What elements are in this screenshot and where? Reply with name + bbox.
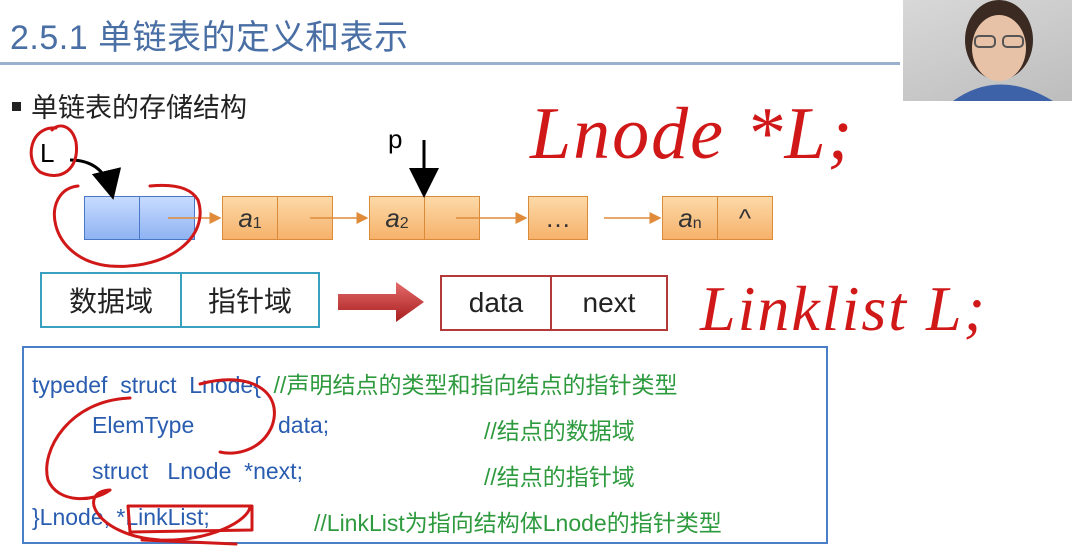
node-struct-box: data next [440, 275, 668, 331]
code-line-4-comment: //LinkList为指向结构体Lnode的指针类型 [314, 510, 722, 536]
scribble-on-code [45, 396, 252, 542]
head-pointer-arrow [69, 158, 122, 200]
ellipsis-node-cell: … [528, 196, 588, 240]
transform-arrow [338, 282, 424, 322]
node-field-box: 数据域 指针域 [40, 272, 320, 328]
handwritten-line-2: Linklist L; [699, 273, 987, 344]
code-line-3: struct Lnode *next; [92, 458, 303, 484]
code-line-2-comment: //结点的数据域 [484, 418, 635, 444]
webcam-overlay [903, 0, 1072, 101]
code-line-2-type: ElemType [92, 412, 195, 438]
struct-data-label: data [442, 277, 552, 329]
struct-next-label: next [582, 287, 636, 318]
pointer-field-label: 指针域 [207, 286, 292, 317]
code-line-2-field: data; [278, 412, 330, 438]
box-around-linklist [126, 504, 254, 534]
head-pointer-label: L [40, 138, 55, 168]
circle-around-head-node [52, 183, 202, 268]
title-divider [0, 62, 900, 65]
circle-around-L [29, 124, 78, 177]
code-line-4: }Lnode, *LinkList; [32, 504, 210, 530]
presenter-figure-icon [953, 0, 1053, 101]
handwritten-line-1: Lnode *L; [529, 93, 854, 175]
bullet-heading: 单链表的存储结构 [12, 86, 247, 125]
code-block: typedef struct Lnode{ //声明结点的类型和指向结点的指针类… [22, 346, 828, 544]
node-n-null-cell: ^ [717, 196, 773, 240]
handwritten-annotations [29, 124, 276, 546]
data-field-label: 数据域 [42, 274, 182, 326]
underline-linklist [140, 538, 238, 546]
circle-around-lnode [198, 378, 276, 455]
bullet-square-icon [12, 102, 21, 112]
code-line-3-comment: //结点的指针域 [484, 464, 635, 490]
slide-title: 2.5.1 单链表的定义和表示 [10, 19, 409, 57]
p-pointer-label: p [388, 124, 403, 154]
bullet-text: 单链表的存储结构 [31, 93, 247, 123]
code-line-1: typedef struct Lnode{ //声明结点的类型和指向结点的指针类… [32, 372, 678, 398]
